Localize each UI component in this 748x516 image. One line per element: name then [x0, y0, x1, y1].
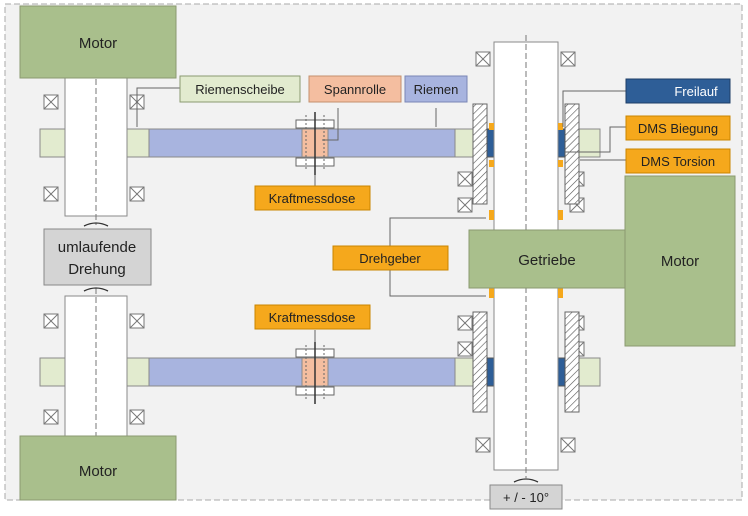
- label-dms-torsion: DMS Torsion: [625, 148, 731, 174]
- motor-top: Motor: [19, 5, 177, 79]
- svg-text:Kraftmessdose: Kraftmessdose: [269, 191, 356, 206]
- svg-text:Drehung: Drehung: [68, 261, 126, 278]
- label-drehgeber: Drehgeber: [332, 245, 449, 271]
- motor-bottom: Motor: [19, 435, 177, 501]
- motor-right-label: Motor: [661, 253, 699, 270]
- label-freilauf: Freilauf: [625, 78, 731, 104]
- label-kraftmessdose-top: Kraftmessdose: [254, 185, 371, 211]
- getriebe: Getriebe: [468, 229, 626, 289]
- svg-text:DMS Biegung: DMS Biegung: [638, 121, 718, 136]
- left-shaft-bottom: [64, 288, 128, 445]
- label-dms-biegung: DMS Biegung: [625, 115, 731, 141]
- motor-bottom-label: Motor: [79, 463, 117, 480]
- tensioner-top: [295, 112, 335, 175]
- svg-text:Spannrolle: Spannrolle: [324, 82, 386, 97]
- label-kraftmessdose-bottom: Kraftmessdose: [254, 304, 371, 330]
- svg-text:Freilauf: Freilauf: [674, 84, 718, 99]
- left-shaft-top: [64, 70, 128, 225]
- label-spannrolle: Spannrolle: [308, 75, 402, 103]
- svg-text:Kraftmessdose: Kraftmessdose: [269, 310, 356, 325]
- svg-text:DMS Torsion: DMS Torsion: [641, 154, 715, 169]
- label-umlaufende-drehung: umlaufende Drehung: [43, 228, 152, 286]
- svg-text:+ / - 10°: + / - 10°: [503, 490, 549, 505]
- label-riemenscheibe: Riemenscheibe: [179, 75, 301, 103]
- svg-text:Riemen: Riemen: [414, 82, 459, 97]
- svg-text:Riemenscheibe: Riemenscheibe: [195, 82, 285, 97]
- motor-top-label: Motor: [79, 35, 117, 52]
- svg-text:umlaufende: umlaufende: [58, 239, 136, 256]
- label-riemen: Riemen: [404, 75, 468, 103]
- label-angle: + / - 10°: [489, 484, 563, 510]
- tensioner-bottom: [295, 342, 335, 404]
- rotation-arrows: [83, 222, 539, 483]
- svg-text:Drehgeber: Drehgeber: [359, 251, 421, 266]
- motor-right: Motor: [624, 175, 736, 347]
- getriebe-label: Getriebe: [518, 252, 576, 269]
